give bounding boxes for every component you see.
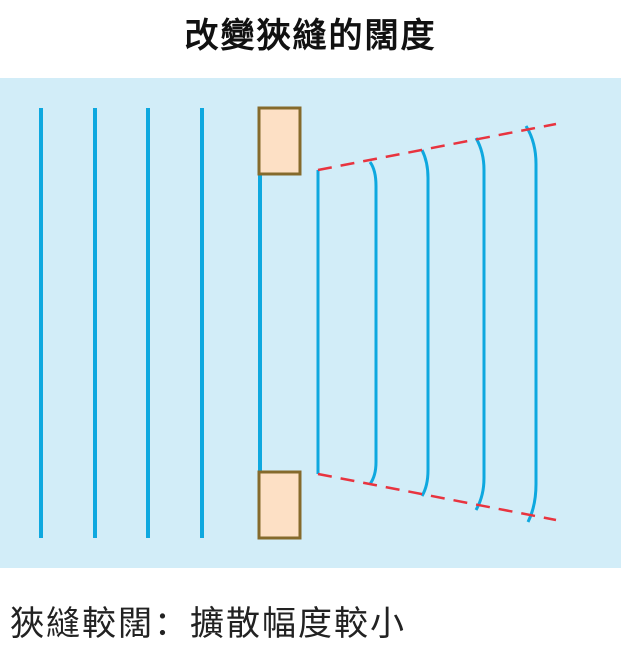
diffracted-wavefronts: [316, 125, 538, 523]
diffracted-wavefront: [524, 125, 538, 523]
diffracted-wavefront: [474, 137, 486, 511]
spread-boundary-bottom: [317, 472, 557, 522]
water-background: [0, 78, 621, 568]
barrier-top: [257, 106, 302, 176]
spread-boundary-top: [317, 122, 557, 172]
barrier-bottom: [257, 470, 302, 540]
diffracted-wavefront: [420, 149, 430, 497]
caption: 狹縫較闊：擴散幅度較小: [10, 604, 406, 644]
page-title: 改變狹縫的闊度: [184, 16, 437, 56]
slit-diffraction-diagram: [0, 78, 621, 568]
diffracted-wavefront: [368, 161, 378, 485]
incident-wavefronts: [39, 108, 204, 538]
